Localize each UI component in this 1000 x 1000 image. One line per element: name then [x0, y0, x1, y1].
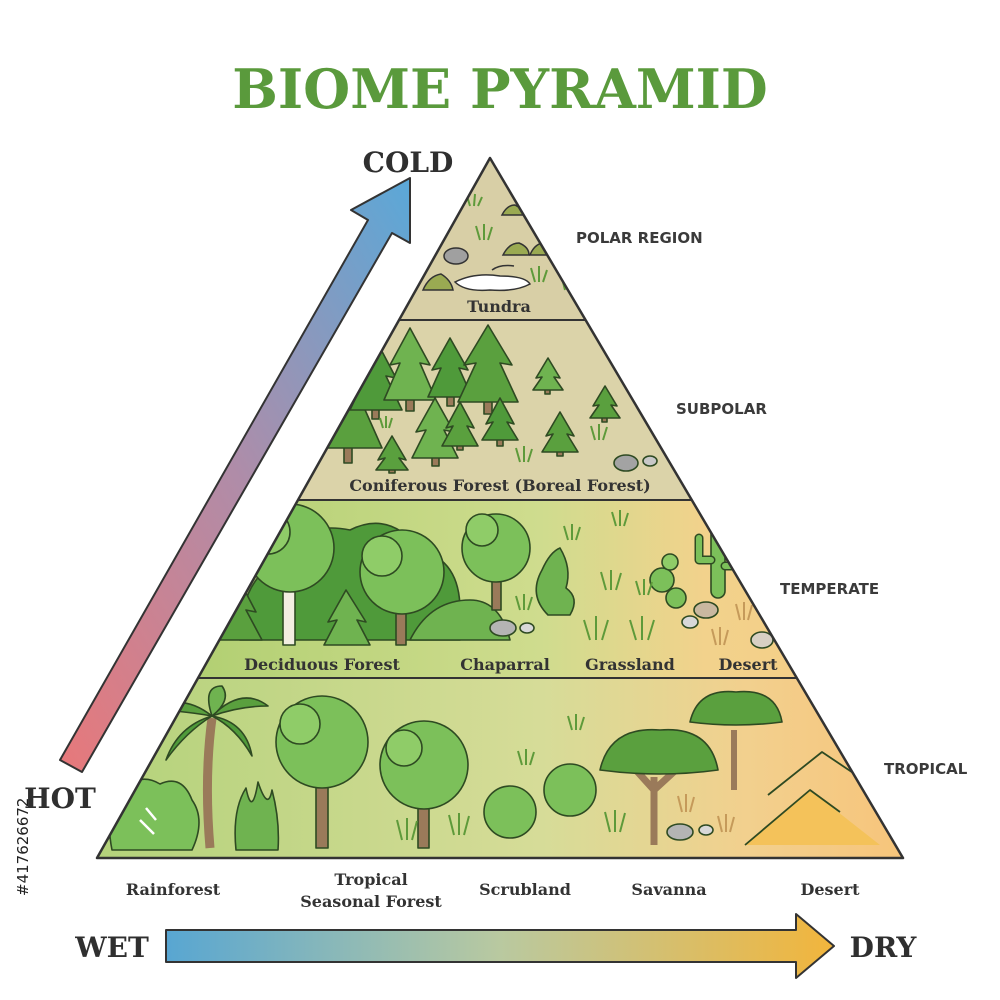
deciduous-tree: [359, 529, 445, 646]
savanna-label: Savanna: [631, 880, 706, 899]
conifer-tree: [383, 327, 437, 412]
seasonal-tree: [275, 695, 369, 849]
conifer-tree: [532, 357, 564, 395]
temperate-grass: [515, 510, 655, 641]
tropical-grass: [396, 714, 626, 841]
grassland-label: Grassland: [585, 655, 675, 674]
polar-region-label: POLAR REGION: [576, 229, 703, 247]
deciduous-label: Deciduous Forest: [244, 655, 400, 674]
desert-grass: [711, 602, 753, 646]
subpolar-grass: [379, 416, 608, 463]
tropical-details: [108, 685, 887, 851]
tropical-desert-label: Desert: [800, 880, 860, 899]
tundra-label: Tundra: [467, 297, 531, 316]
dry-label: DRY: [850, 931, 918, 964]
scrubland-label: Scrubland: [479, 880, 571, 899]
conifer-tree: [457, 324, 519, 415]
chaparral-label: Chaparral: [460, 655, 550, 674]
tropical-seasonal-label-line1: Tropical: [334, 870, 407, 889]
seasonal-tree: [379, 720, 469, 849]
wet-dry-arrow: [165, 913, 835, 979]
tropical-label: TROPICAL: [884, 760, 968, 778]
conifer-tree: [375, 435, 409, 474]
coniferous-label: Coniferous Forest (Boreal Forest): [349, 476, 650, 495]
hot-label: HOT: [24, 782, 96, 815]
conifer-tree: [541, 411, 579, 457]
conifer-tree: [441, 401, 479, 451]
temperate-desert-label: Desert: [718, 655, 778, 674]
pyramid-outline: [95, 156, 905, 860]
conifer-tree: [481, 397, 519, 447]
stock-id: #417626672: [14, 798, 32, 896]
conifer-tree: [589, 385, 621, 423]
acacia-tree: [689, 690, 783, 790]
cold-label: COLD: [363, 146, 454, 179]
tropical-seasonal-label-line2: Seasonal Forest: [300, 892, 442, 911]
subpolar-label: SUBPOLAR: [676, 400, 767, 418]
acacia-tree: [599, 728, 719, 845]
wet-label: WET: [74, 931, 149, 964]
conifer-tree: [427, 337, 473, 407]
page-title: BIOME PYRAMID: [232, 57, 767, 121]
rainforest-label: Rainforest: [126, 880, 221, 899]
cold-hot-arrow: [59, 177, 411, 773]
deciduous-tree: [461, 513, 531, 611]
temperate-label: TEMPERATE: [780, 580, 879, 598]
